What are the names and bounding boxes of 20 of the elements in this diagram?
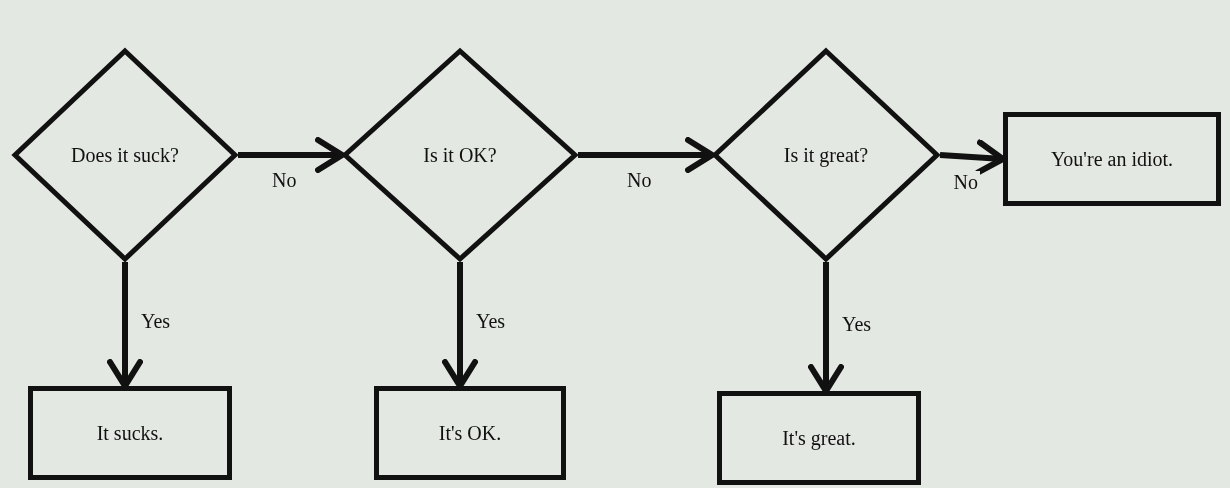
result-box xyxy=(1003,112,1221,206)
question-text: Does it suck? xyxy=(71,143,179,167)
decision-diamond xyxy=(12,48,238,262)
decision-diamond xyxy=(712,48,940,262)
arrow xyxy=(808,262,844,394)
decision-diamond xyxy=(342,48,578,262)
arrow xyxy=(442,262,478,389)
result-text: It sucks. xyxy=(96,421,164,445)
result-box xyxy=(28,386,232,480)
arrow xyxy=(578,137,715,173)
result-box xyxy=(374,386,566,480)
result-text: It's OK. xyxy=(438,421,502,445)
arrow xyxy=(238,137,345,173)
question-text: Is it great? xyxy=(783,143,869,167)
result-box xyxy=(717,391,921,485)
result-text: It's great. xyxy=(782,426,856,450)
arrow xyxy=(939,139,1006,176)
question-text: Is it OK? xyxy=(423,143,497,167)
arrow xyxy=(107,262,143,389)
result-text: You're an idiot. xyxy=(1050,147,1174,171)
